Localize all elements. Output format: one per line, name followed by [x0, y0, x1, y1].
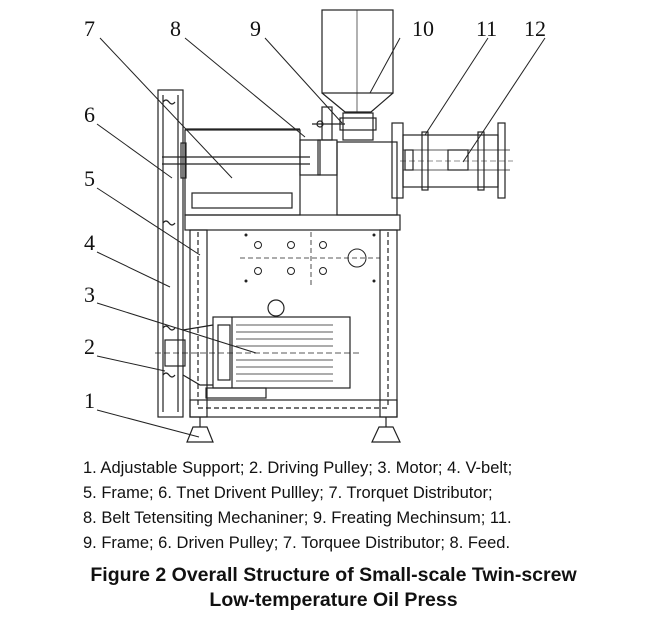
label-12: 12: [524, 16, 546, 41]
hopper: [321, 9, 394, 113]
torque-distributor: [184, 128, 338, 216]
frame: [184, 214, 401, 418]
label-7: 7: [84, 16, 95, 41]
caption-line: 1. Adjustable Support; 2. Driving Pulley…: [83, 459, 513, 477]
leader-lines: [96, 37, 546, 438]
v-belt-guard: [157, 89, 184, 418]
label-6: 6: [84, 102, 95, 127]
label-10: 10: [412, 16, 434, 41]
driven-pulley: [162, 142, 310, 179]
figure-title: Figure 2 Overall Structure of Small-scal…: [90, 564, 577, 586]
label-9: 9: [250, 16, 261, 41]
caption-line: 8. Belt Tetensiting Mechaniner; 9. Freat…: [83, 509, 512, 527]
oil-press-drawing: 7 8 9 10 11 12 6 5 4 3 2 1: [84, 9, 546, 443]
figure-title-line-2: Low-temperature Oil Press: [209, 589, 458, 611]
label-2: 2: [84, 334, 95, 359]
motor: [155, 299, 360, 399]
label-4: 4: [84, 230, 95, 255]
caption-line: 5. Frame; 6. Tnet Drivent Pullley; 7. Tr…: [83, 484, 493, 502]
label-1: 1: [84, 388, 95, 413]
label-5: 5: [84, 166, 95, 191]
adjustable-supports: [186, 417, 401, 443]
housing: [312, 106, 398, 216]
caption-line: 9. Frame; 6. Driven Pulley; 7. Torquee D…: [83, 534, 511, 552]
label-8: 8: [170, 16, 181, 41]
press-barrel: [391, 122, 513, 199]
label-3: 3: [84, 282, 95, 307]
label-11: 11: [476, 16, 497, 41]
